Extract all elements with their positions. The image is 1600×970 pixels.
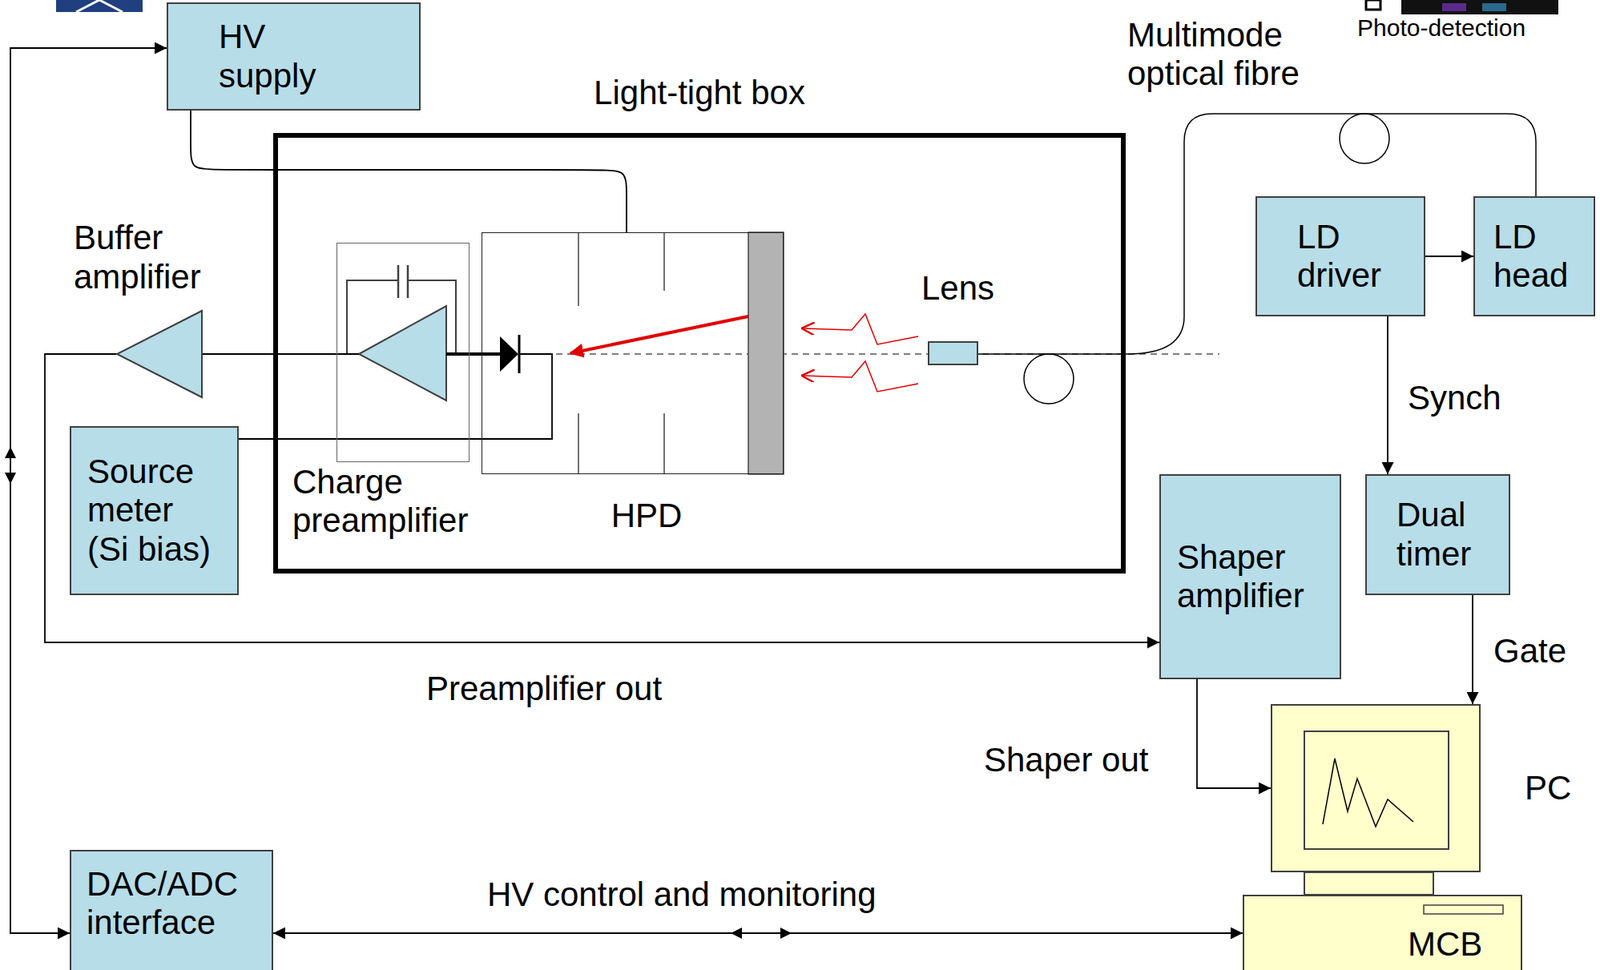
light-pulse [802,361,919,392]
spectrum-trace [1322,758,1414,827]
signal-wire [446,352,500,356]
connector [44,354,1160,643]
diode-symbol [499,336,519,372]
monitor-screen: PC [1270,704,1481,873]
node-label: LD driver [1297,217,1394,296]
process-box: Dual timer [1365,474,1511,596]
fibre-loop [1023,354,1074,404]
amplifier-symbol [116,310,202,398]
node-heading: Buffer amplifier [73,218,234,297]
monitor-neck [1304,872,1434,895]
node-heading: HPD [586,496,707,536]
node-label: HV supply [218,17,331,96]
amplifier-symbol [358,306,447,401]
process-box: LD driver [1255,196,1426,317]
process-box: Shaper amplifier [1159,474,1342,680]
triangle-outline [116,310,202,398]
screen-drawing [1272,705,1480,871]
logo-image [1482,3,1507,12]
enclosure-frame: Light-tight boxCharge preamplifierHPD [273,132,1126,574]
edge-label: HV control and monitoring [485,875,879,915]
node-heading: Charge preamplifier [292,463,501,541]
node-label: LD head [1493,217,1574,296]
process-box: LD head [1473,196,1596,317]
node-label: DAC/ADC interface [86,865,247,944]
lens-symbol [928,342,978,365]
connector [201,353,359,355]
fibre-loop [1339,113,1390,164]
logo-image [1442,3,1467,12]
annotation: Lens [921,269,995,308]
annotation: Photo-detection [1357,14,1526,43]
logo-image [1401,0,1559,15]
edge-label: Preamplifier out [424,669,664,709]
node-label: Source meter (Si bias) [87,452,216,569]
edge-label: Shaper out [982,741,1151,780]
electrode [578,232,665,475]
process-box: Source meter (Si bias) [69,426,239,596]
computer-base: MCB [1242,894,1523,970]
connector [190,110,627,233]
light-pulse [802,314,919,345]
connector [238,354,553,440]
photocathode [748,232,784,475]
process-box: DAC/ADC interface [69,850,274,970]
annotation: Multimode optical fibre [1127,16,1312,94]
screen [1304,731,1449,850]
node-label: Shaper amplifier [1176,538,1318,617]
node-heading: MCB [1407,925,1483,964]
node-heading: PC [1524,769,1572,808]
feedback-wire [346,280,456,355]
process-box: HV supply [166,2,421,111]
preamplifier-box: Charge preamplifier [336,242,470,463]
detector-box: HPD [481,232,784,475]
node-heading: Light-tight box [278,73,1121,113]
connector [273,932,1243,935]
connector [1386,316,1389,475]
logo-mark [76,0,123,13]
capacitor-symbol [398,265,408,299]
connector [1196,679,1271,789]
connector [1425,255,1474,258]
photoelectron-arrow [570,316,749,354]
edge-label: Synch [1406,378,1504,418]
drive-slot [1423,905,1504,915]
logo-icon [1366,0,1381,10]
optical-axis [556,353,1220,355]
amplifier-triangle: Buffer amplifier [116,310,202,398]
logo [56,0,143,13]
edge-label: Gate [1491,632,1568,671]
node-label: Dual timer [1396,495,1485,574]
connector [1471,595,1474,705]
